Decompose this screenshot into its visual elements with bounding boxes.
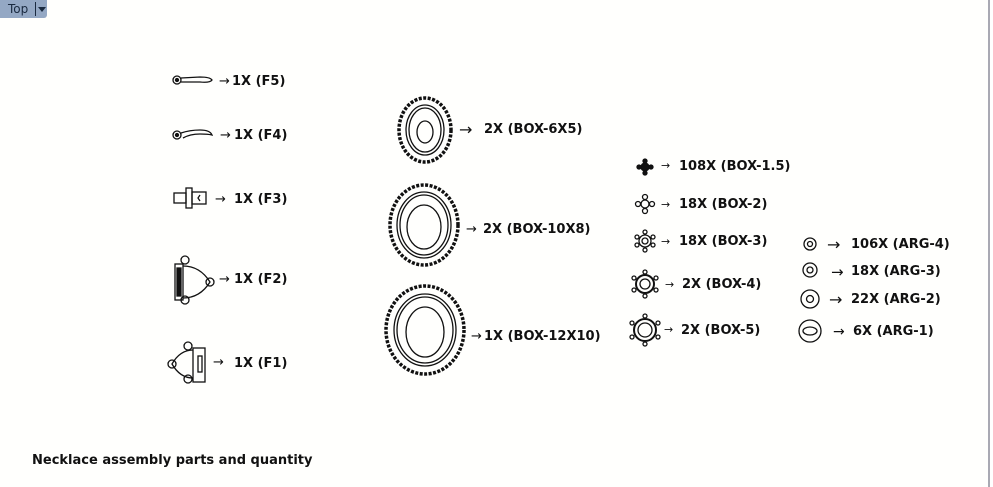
viewport-edge (990, 0, 993, 487)
arrow-icon: → (220, 128, 231, 143)
round-box-label-3: 18X (BOX-3) (679, 234, 768, 249)
finding-f1-drawing (167, 341, 206, 384)
arrow-icon: → (827, 235, 841, 254)
finding-label-f3: 1X (F3) (234, 192, 288, 207)
arrow-icon: → (471, 329, 482, 344)
viewport-border (988, 0, 990, 487)
box-5-drawing (629, 313, 661, 347)
arrow-icon: → (661, 198, 671, 211)
round-box-label-2: 18X (BOX-2) (679, 197, 768, 212)
arrow-icon: → (831, 263, 844, 281)
arg-1-drawing (798, 319, 822, 343)
arrow-icon: → (215, 192, 226, 207)
box-10x8-drawing (388, 183, 460, 267)
finding-label-f5: 1X (F5) (232, 74, 286, 89)
oval-box-label-10x8: 2X (BOX-10X8) (483, 222, 591, 237)
arrow-icon: → (829, 290, 843, 309)
viewport-name: Top (8, 2, 29, 16)
oval-box-label-6x5: 2X (BOX-6X5) (484, 122, 583, 137)
round-box-label-5: 2X (BOX-5) (681, 323, 761, 338)
arrow-icon: → (219, 272, 230, 287)
arg-4-drawing (803, 237, 817, 251)
round-box-label-1.5: 108X (BOX-1.5) (679, 159, 791, 174)
arrow-icon: → (833, 324, 845, 340)
arrow-icon: → (466, 222, 477, 237)
box-6x5-drawing (397, 96, 453, 164)
finding-label-f2: 1X (F2) (234, 272, 288, 287)
arrow-icon: → (665, 278, 675, 291)
box-4-drawing (631, 269, 659, 299)
arg-label-4: 106X (ARG-4) (851, 237, 950, 252)
drawing-caption: Necklace assembly parts and quantity (32, 453, 313, 468)
caret-down-icon[interactable] (38, 6, 46, 12)
finding-f2-drawing (174, 255, 215, 305)
finding-f5-drawing (172, 75, 213, 85)
box-3-drawing (634, 229, 656, 253)
box-2-drawing (634, 193, 656, 215)
arrow-icon: → (459, 120, 473, 139)
oval-box-label-12x10: 1X (BOX-12X10) (484, 329, 601, 344)
arrow-icon: → (219, 74, 230, 89)
arrow-icon: → (661, 235, 671, 248)
arg-2-drawing (800, 289, 820, 309)
viewport-tab-top[interactable]: Top (0, 0, 47, 18)
arg-label-2: 22X (ARG-2) (851, 292, 941, 307)
finding-f4-drawing (172, 129, 214, 140)
arrow-icon: → (213, 355, 224, 370)
box-1.5-drawing (636, 158, 654, 176)
arg-label-3: 18X (ARG-3) (851, 264, 941, 279)
divider (35, 2, 36, 16)
finding-label-f4: 1X (F4) (234, 128, 288, 143)
arg-label-1: 6X (ARG-1) (853, 324, 934, 339)
arrow-icon: → (664, 323, 674, 336)
arrow-icon: → (661, 159, 671, 172)
round-box-label-4: 2X (BOX-4) (682, 277, 762, 292)
finding-f3-drawing (173, 187, 207, 209)
arg-3-drawing (802, 262, 818, 278)
box-12x10-drawing (384, 284, 466, 376)
finding-label-f1: 1X (F1) (234, 356, 288, 371)
